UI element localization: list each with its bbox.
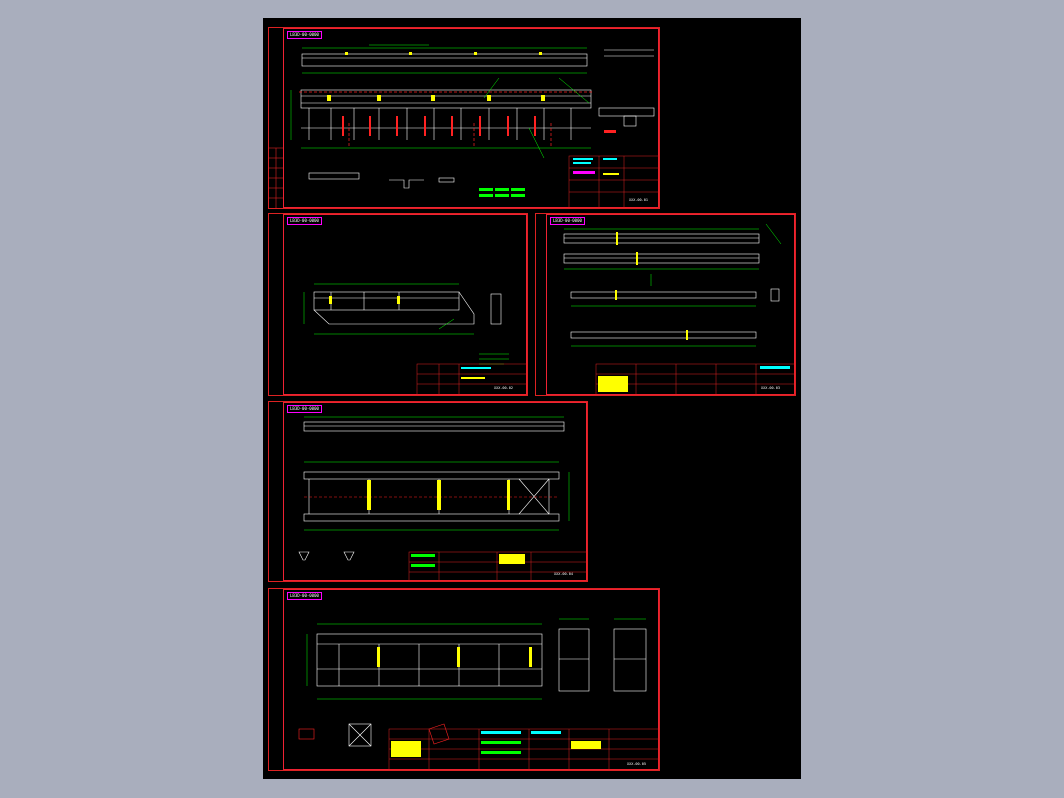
sheet-title: LB3D-00-0000 — [287, 31, 322, 39]
sheet-title: LB3D-00-0000 — [550, 217, 585, 225]
sheet-title: LB3D-00-0000 — [287, 217, 322, 225]
sheet-inner-frame — [283, 402, 587, 581]
sheet-code: XXX.00.01 — [629, 198, 648, 202]
model-space: LB3D-00-0000 — [263, 18, 801, 779]
sheet-inner-frame — [283, 28, 659, 208]
drawing-sheet-2[interactable]: LB3D-00-0000 — [268, 213, 528, 396]
sheet-2-drawing — [303, 283, 528, 396]
drawing-sheet-1[interactable]: LB3D-00-0000 — [268, 27, 660, 209]
drawing-sheet-5[interactable]: LB3D-00-0000 — [268, 588, 660, 771]
sheet-code: XXX.00.03 — [761, 386, 780, 390]
drawing-sheet-4[interactable]: LB3D-00-0000 — [268, 401, 588, 582]
sheet-title: LB3D-00-0000 — [287, 592, 322, 600]
drawing-sheet-3[interactable]: LB3D-00-0000 — [535, 213, 796, 396]
sheet-5-drawing — [298, 618, 660, 771]
sheet-3-drawing — [563, 223, 796, 396]
sheet-code: XXX.00.04 — [554, 572, 573, 576]
sheet-inner-frame — [283, 589, 659, 770]
sheet-inner-frame — [546, 214, 795, 395]
sheet-inner-frame — [283, 214, 527, 395]
sheet-title: LB3D-00-0000 — [287, 405, 322, 413]
sheet-4-drawing — [298, 416, 588, 582]
sheet-code: XXX.00.02 — [494, 386, 513, 390]
sheet-code: XXX.00.05 — [627, 762, 646, 766]
sheet-1-drawing — [269, 44, 660, 209]
